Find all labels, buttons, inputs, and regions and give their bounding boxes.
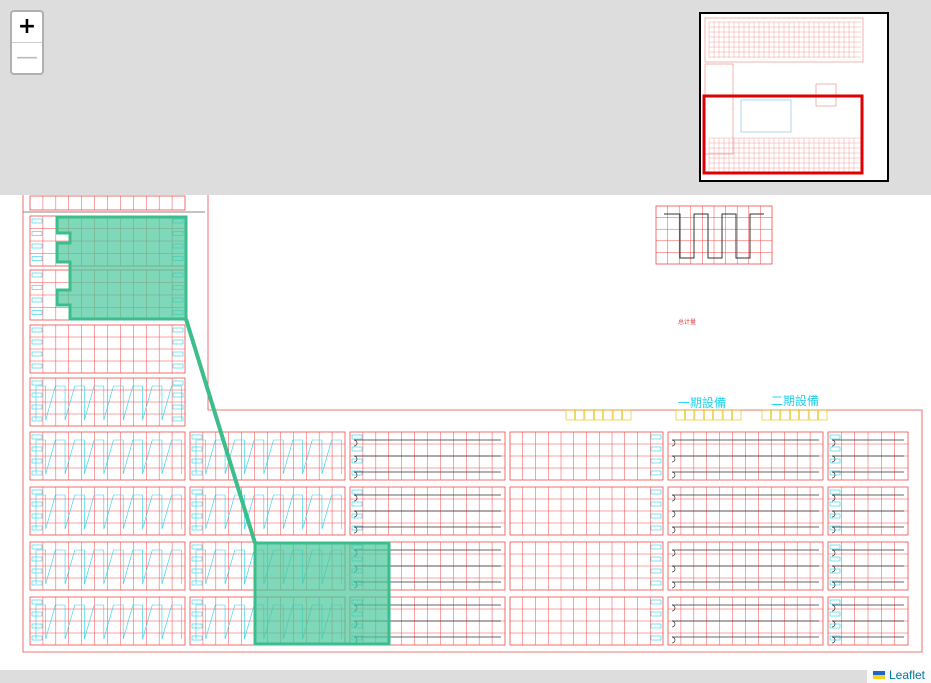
- panel-block: [189, 486, 346, 536]
- panel-block: [29, 541, 186, 591]
- marker-label: 总计量: [678, 318, 696, 326]
- highlight-region-source: [55, 215, 188, 321]
- panel-block: [667, 596, 824, 646]
- minimap-notes: [740, 99, 792, 133]
- minimap-overview: [702, 17, 864, 175]
- panel-block: [655, 205, 773, 265]
- panel-block: [667, 486, 824, 536]
- panel-block: [667, 541, 824, 591]
- minimap-top-outline: [704, 17, 864, 63]
- highlight-connector: [184, 318, 257, 544]
- zoom-control: + —: [10, 10, 44, 75]
- pipe-serpentine: [664, 213, 764, 259]
- leaflet-link[interactable]: Leaflet: [888, 668, 925, 682]
- panel-block: [827, 486, 909, 536]
- attribution: Leaflet: [866, 667, 931, 683]
- panel-block: [189, 431, 346, 481]
- zoom-in-button[interactable]: +: [12, 12, 42, 43]
- panel-block: [349, 486, 506, 536]
- panel-block: [509, 541, 664, 591]
- panel-block: [827, 431, 909, 481]
- panel-block: [29, 596, 186, 646]
- panel-block: [29, 486, 186, 536]
- panel-block: [29, 377, 186, 427]
- minimap-viewport-frame: [702, 94, 864, 175]
- site-outline: [22, 195, 923, 653]
- panel-block: [349, 431, 506, 481]
- highlight-region-target: [253, 541, 391, 646]
- phase2-label: 二期設備: [771, 393, 819, 408]
- legend-box: [761, 409, 828, 421]
- phase1-label: 一期設備: [678, 395, 726, 410]
- ukraine-flag-icon: [872, 671, 885, 679]
- panel-block: [29, 431, 186, 481]
- legend-box: [675, 409, 742, 421]
- panel-block: [29, 195, 186, 211]
- panel-block: [509, 596, 664, 646]
- panel-block: [509, 486, 664, 536]
- panel-block: [29, 324, 186, 374]
- panel-block: [827, 541, 909, 591]
- panel-block: [827, 596, 909, 646]
- minimap[interactable]: [699, 12, 889, 182]
- panel-block: [509, 431, 664, 481]
- panel-block: [667, 431, 824, 481]
- legend-box: [565, 409, 632, 421]
- zoom-out-button[interactable]: —: [16, 45, 38, 70]
